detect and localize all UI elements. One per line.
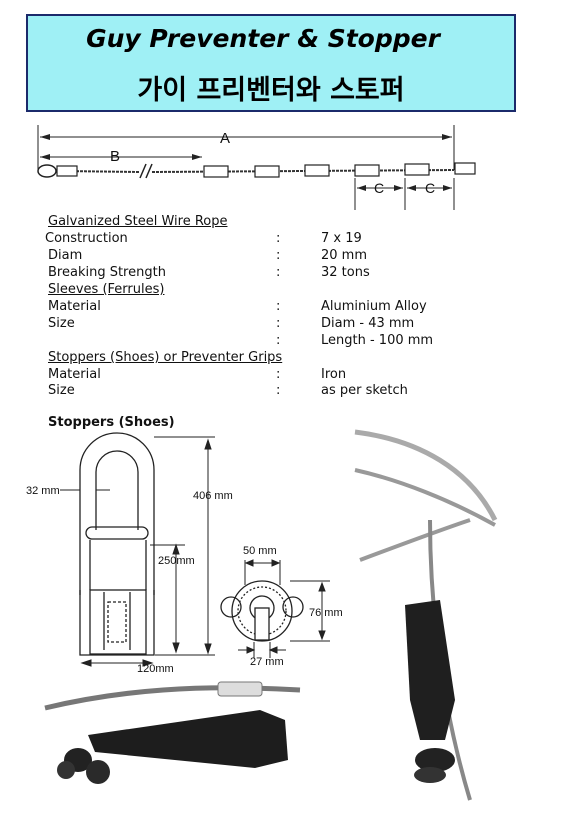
label-c1: C [374, 180, 384, 196]
heading-wire-rope: Galvanized Steel Wire Rope [48, 214, 228, 229]
stopper-photo-right [354, 429, 498, 801]
title-english: Guy Preventer & Stopper [86, 24, 440, 53]
stopper-photo-left [44, 681, 301, 784]
spec-value: 32 tons [321, 265, 370, 280]
spec-value: Iron [321, 367, 347, 382]
spec-colon: : [276, 299, 281, 314]
dim-32: 32 mm [26, 485, 60, 497]
spec-label: Construction [45, 231, 128, 246]
spec-colon: : [276, 231, 281, 246]
title-banner: Guy Preventer & Stopper 가이 프리벤터와 스토퍼 [26, 14, 516, 112]
sleeve [203, 165, 229, 178]
heading-stoppers: Stoppers (Shoes) or Preventer Grips [48, 350, 283, 365]
sleeve [404, 163, 430, 176]
dim-27: 27 mm [250, 656, 284, 668]
spec-colon: : [276, 265, 281, 280]
spec-value: as per sketch [321, 383, 408, 398]
label-a: A [220, 130, 230, 147]
label-c2: C [425, 180, 435, 196]
sleeve [354, 164, 380, 177]
spec-colon: : [276, 367, 281, 382]
spec-colon: : [276, 316, 281, 331]
dim-120: 120mm [137, 663, 174, 675]
spec-colon: : [276, 248, 281, 263]
heading-sleeves: Sleeves (Ferrules) [48, 282, 165, 297]
sleeve [304, 164, 330, 177]
spec-row: Diam : 20 mm [0, 248, 573, 265]
stoppers-title: Stoppers (Shoes) [48, 415, 175, 430]
spec-label: Material [48, 299, 101, 314]
spec-value: Length - 100 mm [321, 333, 434, 348]
spec-colon: : [276, 383, 281, 398]
sleeve [454, 162, 476, 175]
stopper-section-view [220, 580, 304, 642]
spec-label: Breaking Strength [48, 265, 166, 280]
spec-colon: : [276, 333, 281, 348]
spec-value: Aluminium Alloy [321, 299, 427, 314]
spec-value: 20 mm [321, 248, 368, 263]
dim-76: 76 mm [309, 607, 343, 619]
spec-label: Diam [48, 248, 83, 263]
spec-label: Size [48, 316, 75, 331]
spec-row: : Length - 100 mm [0, 333, 573, 350]
label-b: B [110, 148, 120, 165]
spec-row: Material : Aluminium Alloy [0, 299, 573, 316]
spec-row: Construction : 7 x 19 [0, 231, 573, 248]
spec-value: Diam - 43 mm [321, 316, 415, 331]
spec-label: Size [48, 383, 75, 398]
dim-50: 50 mm [243, 545, 277, 557]
spec-row: Size : as per sketch [0, 383, 573, 400]
dim-406: 406 mm [193, 490, 233, 502]
spec-row: Size : Diam - 43 mm [0, 316, 573, 333]
dim-250: 250mm [158, 555, 195, 567]
stopper-front-view [79, 432, 155, 656]
sleeve [254, 165, 280, 178]
spec-row: Breaking Strength : 32 tons [0, 265, 573, 282]
title-korean: 가이 프리벤터와 스토퍼 [137, 75, 405, 106]
spec-value: 7 x 19 [321, 231, 362, 246]
spec-label: Material [48, 367, 101, 382]
spec-row: Material : Iron [0, 367, 573, 384]
